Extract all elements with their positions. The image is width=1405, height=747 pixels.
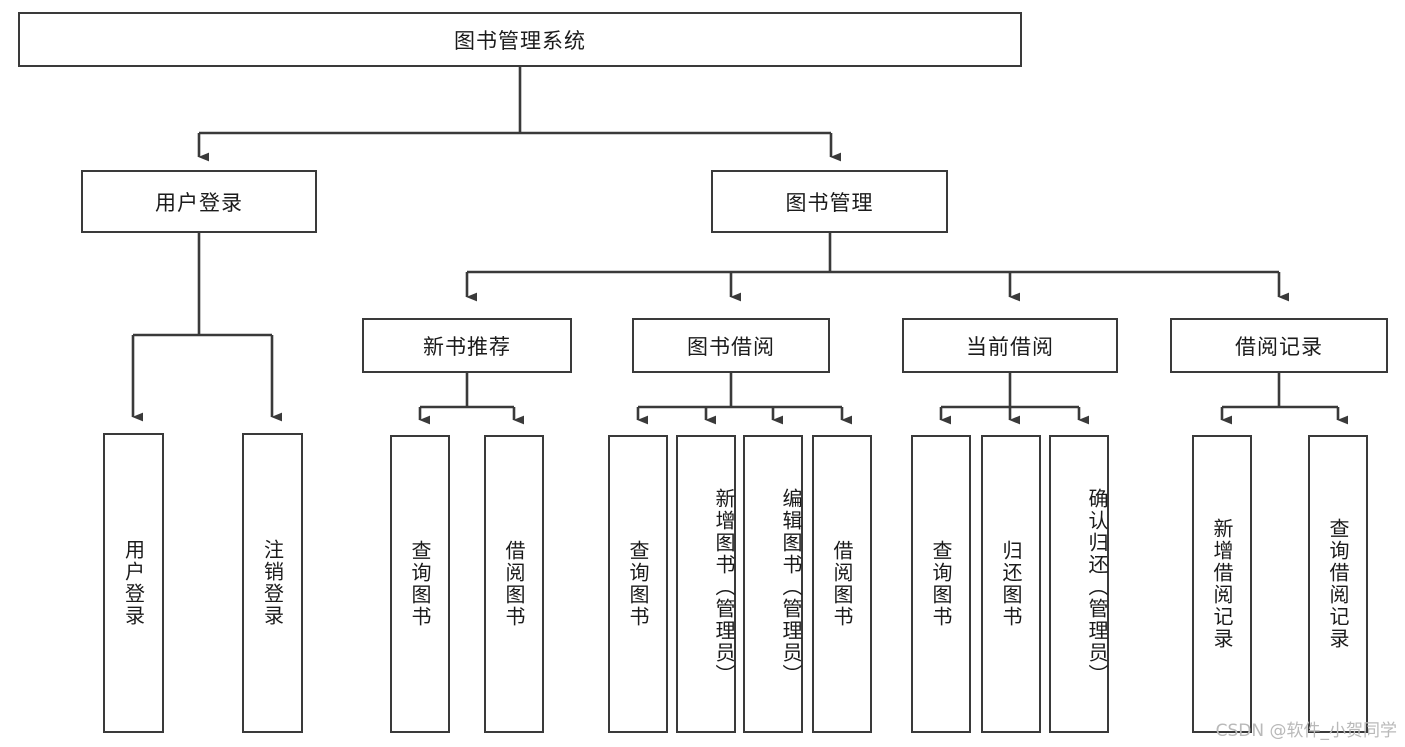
- leaf-edit-book-label: 编辑图书（管理员）: [779, 488, 803, 686]
- watermark: CSDN @软件_小贺同学: [1215, 721, 1397, 741]
- leaf-user-login-label: 用户登录: [121, 539, 146, 627]
- node-user-login[interactable]: 用户登录: [81, 170, 317, 233]
- leaf-add-book-label: 新增图书（管理员）: [712, 488, 736, 686]
- leaf-add-record-label: 新增借阅记录: [1210, 518, 1234, 650]
- leaf-confirm-return-label: 确认归还（管理员）: [1085, 488, 1109, 686]
- leaf-query-book-2[interactable]: 查询图书: [608, 435, 668, 733]
- leaf-borrow-book-1[interactable]: 借阅图书: [484, 435, 544, 733]
- node-new-book-recommend[interactable]: 新书推荐: [362, 318, 572, 373]
- node-user-login-label: 用户登录: [155, 190, 243, 215]
- leaf-borrow-book-1-label: 借阅图书: [502, 540, 526, 628]
- leaf-user-logout[interactable]: 注销登录: [242, 433, 303, 733]
- leaf-borrow-book-2[interactable]: 借阅图书: [812, 435, 872, 733]
- leaf-user-login[interactable]: 用户登录: [103, 433, 164, 733]
- leaf-query-record-label: 查询借阅记录: [1326, 518, 1350, 650]
- node-borrow-record[interactable]: 借阅记录: [1170, 318, 1388, 373]
- leaf-add-record[interactable]: 新增借阅记录: [1192, 435, 1252, 733]
- leaf-confirm-return[interactable]: 确认归还（管理员）: [1049, 435, 1109, 733]
- leaf-query-record[interactable]: 查询借阅记录: [1308, 435, 1368, 733]
- leaf-query-book-3-label: 查询图书: [929, 540, 953, 628]
- leaf-query-book-1[interactable]: 查询图书: [390, 435, 450, 733]
- node-borrow-record-label: 借阅记录: [1235, 334, 1323, 359]
- leaf-return-book[interactable]: 归还图书: [981, 435, 1041, 733]
- leaf-borrow-book-2-label: 借阅图书: [830, 540, 854, 628]
- node-current-borrow[interactable]: 当前借阅: [902, 318, 1118, 373]
- leaf-add-book[interactable]: 新增图书（管理员）: [676, 435, 736, 733]
- leaf-edit-book[interactable]: 编辑图书（管理员）: [743, 435, 803, 733]
- leaf-user-logout-label: 注销登录: [260, 539, 285, 627]
- node-root[interactable]: 图书管理系统: [18, 12, 1022, 67]
- node-book-borrow[interactable]: 图书借阅: [632, 318, 830, 373]
- node-book-manage-label: 图书管理: [785, 190, 874, 215]
- leaf-return-book-label: 归还图书: [999, 540, 1023, 628]
- node-root-label: 图书管理系统: [454, 28, 586, 53]
- leaf-query-book-3[interactable]: 查询图书: [911, 435, 971, 733]
- node-new-book-recommend-label: 新书推荐: [423, 334, 511, 359]
- node-book-manage[interactable]: 图书管理: [711, 170, 948, 233]
- leaf-query-book-1-label: 查询图书: [408, 540, 432, 628]
- leaf-query-book-2-label: 查询图书: [626, 540, 650, 628]
- node-current-borrow-label: 当前借阅: [966, 334, 1054, 359]
- node-book-borrow-label: 图书借阅: [687, 334, 775, 359]
